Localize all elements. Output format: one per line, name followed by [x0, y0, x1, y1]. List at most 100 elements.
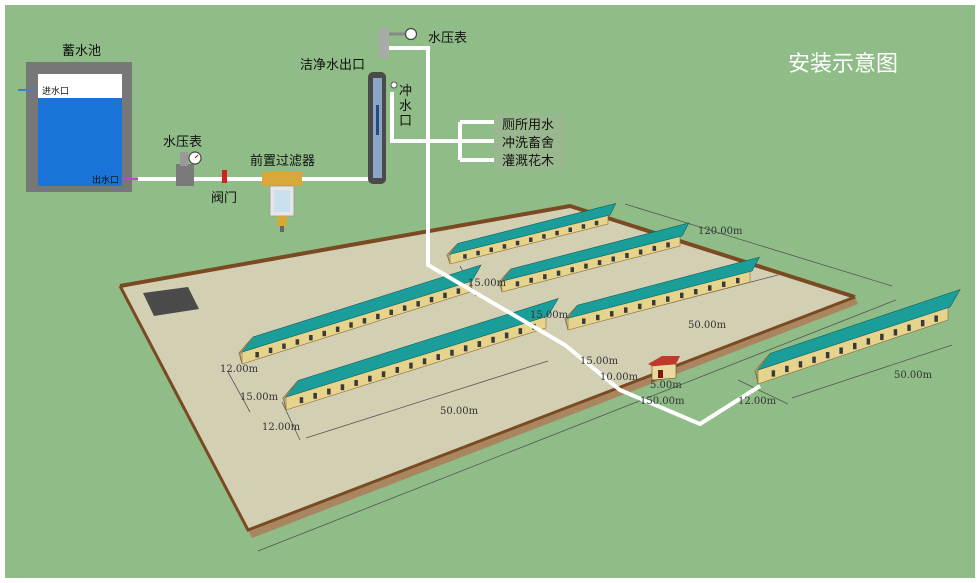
dim-site-width: 150.00m: [640, 396, 685, 407]
barn-6: [754, 288, 961, 385]
barn-window: [638, 249, 643, 255]
gauge-left-label: 水压表: [163, 135, 203, 150]
barn-window: [463, 254, 467, 259]
barn-window: [368, 375, 372, 382]
outlet-label: 出水口: [92, 176, 120, 186]
diagram-title: 安装示意图: [788, 52, 899, 77]
barn-window: [515, 281, 520, 287]
barn-window: [853, 342, 857, 350]
dim-gap-b: 10.00m: [600, 372, 639, 383]
barn-window: [491, 336, 495, 343]
use-toilet: 厕所用水: [502, 118, 555, 133]
barn-window: [736, 277, 740, 284]
barn-window: [502, 244, 507, 249]
gate-house: [648, 356, 680, 381]
barn-window: [694, 289, 698, 295]
gauge-top-label: 水压表: [428, 31, 468, 46]
dim-b1-width: 15.00m: [468, 278, 507, 289]
barns: [238, 203, 961, 411]
barn-window: [376, 313, 380, 320]
barn-window: [542, 234, 546, 239]
flush-outlet-char-2: 水: [399, 99, 413, 114]
waste-pool: [143, 287, 199, 316]
water-pipes: [138, 46, 762, 427]
barn-window: [666, 242, 670, 248]
dim-site-length: 120.00m: [698, 226, 743, 237]
barn-window: [582, 318, 586, 324]
barn-window: [518, 328, 523, 335]
barn-window: [450, 349, 454, 356]
clean-outlet-label: 洁净水出口: [300, 58, 366, 73]
uses-box: [494, 114, 566, 170]
barn-window: [416, 301, 420, 307]
barn-window: [893, 329, 898, 336]
barn-window: [568, 227, 572, 232]
barn-window: [515, 240, 520, 246]
barn-window: [476, 250, 480, 256]
barn-window: [268, 347, 273, 354]
dim-gap-c: 5.00m: [650, 380, 682, 391]
barn-window: [610, 311, 614, 317]
barn-window: [543, 274, 547, 280]
use-flush-barn: 冲洗畜舍: [502, 136, 555, 151]
barn-window: [907, 324, 911, 331]
prefilter-label: 前置过滤器: [250, 154, 316, 169]
ultrafilter-column: [368, 27, 418, 184]
barn-window: [389, 309, 393, 315]
barn-window: [555, 230, 559, 236]
barn-window: [299, 397, 304, 404]
barn-window: [422, 358, 427, 365]
flush-outlet-char-3: 口: [399, 114, 413, 129]
barn-window: [381, 371, 386, 378]
barn-window: [596, 314, 600, 321]
barn-window: [624, 307, 628, 313]
barn-3: [564, 256, 760, 331]
barn-window: [504, 332, 509, 339]
barn-window: [798, 361, 803, 368]
barn-5: [282, 297, 559, 411]
barn-window: [825, 352, 830, 359]
barn-window: [880, 333, 884, 341]
dim-left-w1: 12.00m: [220, 364, 259, 375]
barn-4: [238, 264, 482, 365]
barn-window: [722, 281, 726, 287]
barn-window: [934, 315, 938, 322]
dim-left-gap: 15.00m: [240, 392, 279, 403]
dim-right-length: 50.00m: [894, 370, 933, 381]
barn-window: [652, 245, 657, 251]
barn-window: [354, 380, 358, 386]
barn-window: [785, 365, 789, 373]
use-irrigation: 灌溉花木: [502, 154, 555, 169]
barn-window: [812, 356, 816, 363]
dim-gap-a: 15.00m: [580, 356, 619, 367]
barn-window: [581, 224, 586, 229]
barn-window: [282, 343, 286, 349]
barn-window: [666, 296, 670, 302]
barn-window: [436, 354, 440, 360]
barn-window: [771, 370, 776, 377]
valve-handle: [222, 170, 227, 183]
inlet-label: 进水口: [42, 87, 70, 97]
reservoir-tank: [18, 62, 138, 192]
barn-window: [313, 392, 317, 399]
barn-window: [477, 341, 482, 347]
barn-window: [866, 338, 871, 345]
barn-window: [597, 260, 602, 266]
barn-window: [443, 292, 447, 299]
barn-window: [638, 303, 642, 310]
barn-2: [498, 222, 690, 293]
dim-b2-width: 15.00m: [530, 310, 569, 321]
dim-left-length: 50.00m: [440, 406, 479, 417]
barn-window: [594, 220, 599, 226]
barn-window: [402, 305, 407, 311]
barn-window: [584, 263, 588, 269]
barn-window: [395, 367, 399, 373]
barn-window: [309, 335, 313, 341]
dim-right-w: 12.00m: [738, 396, 777, 407]
barn-window: [708, 285, 712, 291]
dim-b3-length: 50.00m: [688, 320, 727, 331]
barn-window: [335, 326, 340, 332]
barn-window: [529, 277, 533, 283]
barn-window: [920, 320, 925, 327]
